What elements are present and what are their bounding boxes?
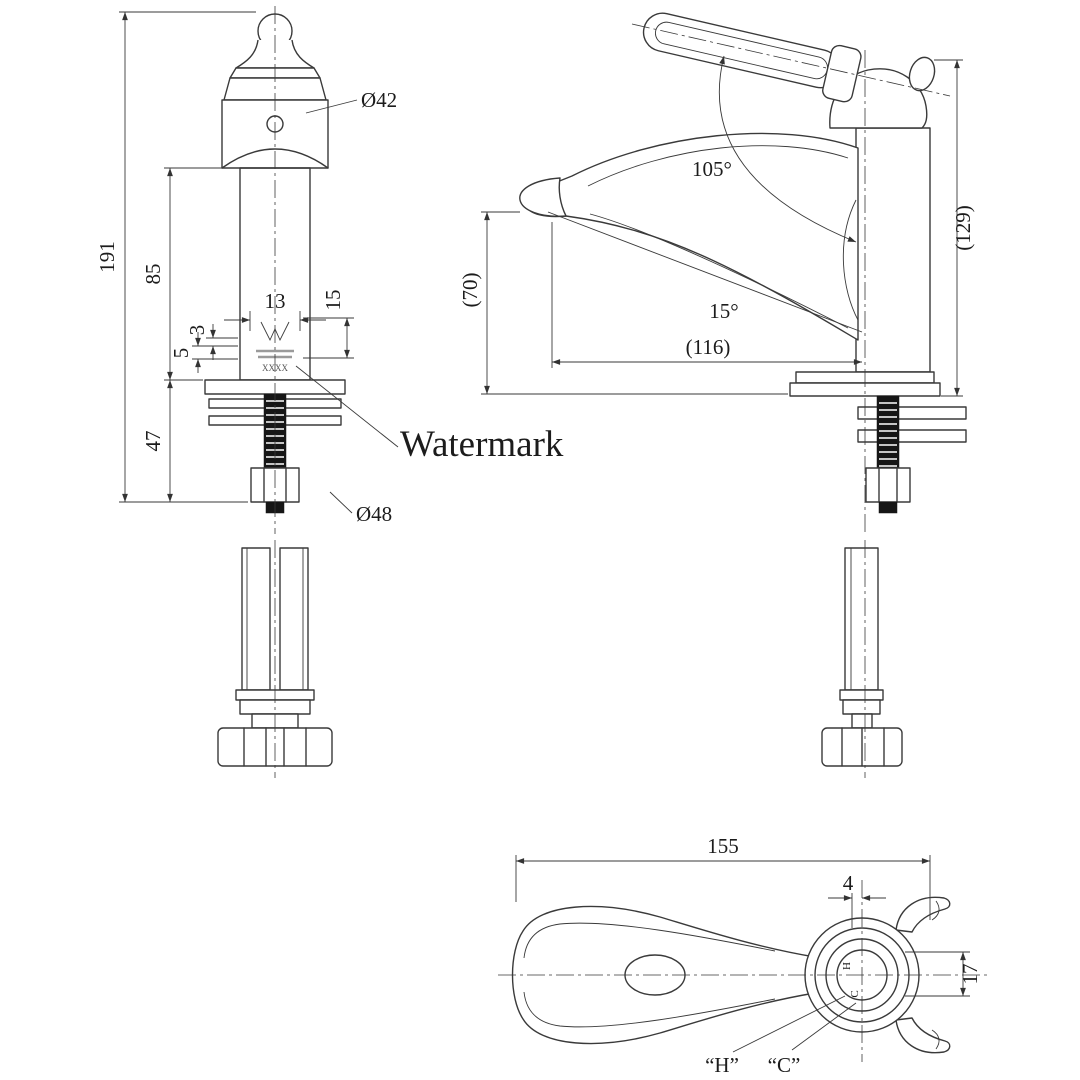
hot-mark: H xyxy=(841,962,853,970)
dim-47-label: 47 xyxy=(141,431,165,452)
dim-105-label: 105° xyxy=(692,157,732,181)
dim-dia-base: Ø48 xyxy=(329,491,392,526)
dim-191: 191 xyxy=(95,11,256,503)
dim-dia-top: Ø42 xyxy=(305,88,397,114)
rod-stub-side xyxy=(878,501,898,514)
dim-155-label: 155 xyxy=(707,834,739,858)
cold-leader-line xyxy=(791,1002,857,1051)
dim-116-label: (116) xyxy=(686,335,731,359)
dim-15deg-label: 15° xyxy=(709,299,738,323)
dim-191-label: 191 xyxy=(95,241,119,273)
dim-3: 3 xyxy=(185,324,238,360)
dim-4: 4 xyxy=(828,871,886,928)
dim-17-label: 17 xyxy=(958,964,982,985)
handle-axis-line xyxy=(631,23,951,97)
dim-105deg: 105° xyxy=(692,55,857,243)
dim-5: 5 xyxy=(169,332,238,373)
dim-85-label: 85 xyxy=(141,264,165,285)
scroll-top xyxy=(895,896,951,933)
watermark-label: Watermark xyxy=(400,424,564,465)
dim-70: (70) xyxy=(458,211,788,395)
side-view: (129) (70) (116) 105° 15° xyxy=(458,12,975,778)
supply-pipe-side xyxy=(821,547,903,767)
dim-15: 15 xyxy=(303,290,354,359)
mount-stud-2 xyxy=(857,429,967,443)
dim-47: 47 xyxy=(141,380,173,502)
cold-label: “C” xyxy=(768,1053,801,1077)
aerator-tip xyxy=(519,177,567,217)
cap-dome xyxy=(221,148,329,169)
dim-15-label: 15 xyxy=(321,290,345,311)
dim-15deg: 15° xyxy=(547,211,863,333)
handle-lever xyxy=(642,12,862,103)
dim-17: 17 xyxy=(905,951,982,997)
dim-155: 155 xyxy=(515,834,931,920)
scroll-bottom xyxy=(895,1017,951,1054)
top-view: H C 155 4 17 “H” “C” xyxy=(498,834,988,1077)
dim-70-label: (70) xyxy=(458,273,482,308)
bonnet-bead xyxy=(908,56,936,92)
dim-4-label: 4 xyxy=(843,871,854,895)
dim-dia-top-label: Ø42 xyxy=(361,88,397,112)
dim-116: (116) xyxy=(551,222,862,368)
dim-dia-base-label: Ø48 xyxy=(356,502,392,526)
dim-3-label: 3 xyxy=(185,325,209,336)
dim-129: (129) xyxy=(934,59,975,397)
lock-nut-side xyxy=(865,467,911,503)
cold-mark: C xyxy=(849,990,861,997)
mount-stud-1 xyxy=(857,406,967,420)
hot-leader-line xyxy=(732,995,846,1053)
dim-5-label: 5 xyxy=(169,348,193,359)
front-view: XXXX Watermark 13 15 3 xyxy=(95,6,564,778)
watermark-leader-line xyxy=(295,365,399,448)
dim-129-label: (129) xyxy=(951,205,975,251)
handle-plan xyxy=(511,905,816,1045)
faucet-body-side xyxy=(855,127,931,373)
hot-label: “H” xyxy=(705,1053,739,1077)
